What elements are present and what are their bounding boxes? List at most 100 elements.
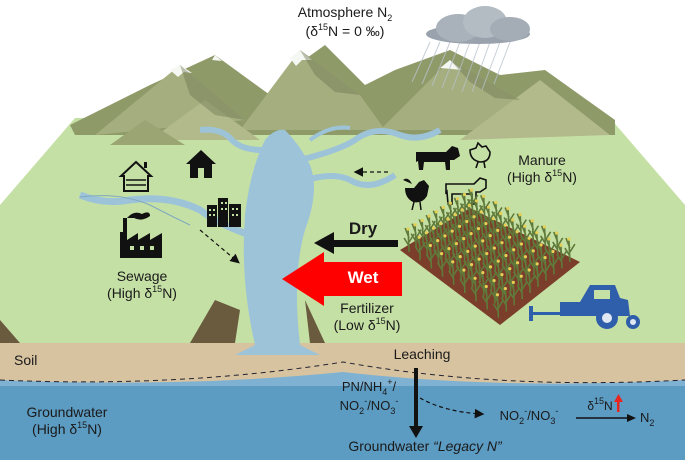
crop-plant [414,235,426,261]
wet-deposition-arrow [282,252,402,306]
tractor-icon [529,285,640,329]
crop-plant [474,257,486,283]
crop-tassel [428,243,433,248]
crop-tassel [451,260,455,264]
fertilizer-label: Fertilizer (Low δ15N) [333,300,401,333]
crop-plant [501,254,513,279]
crop-plant [459,193,472,218]
groundwater-label: Groundwater (High δ15N) [26,404,108,437]
crop-plants [403,188,576,318]
crop-plant [463,250,475,275]
crop-tassel [482,194,486,198]
crop-plant [433,239,445,264]
crop-plant [443,217,455,243]
crop-tassel [484,221,488,226]
crop-plant [425,244,438,269]
crop-plant [451,242,464,267]
crop-tassel [496,228,500,232]
crop-tassel [527,236,531,240]
crop-tassel [473,244,477,248]
crop-tassel [488,234,492,238]
crop-tassel [406,227,410,231]
crop-plant [509,248,521,273]
crop-plant [459,268,471,294]
crop-tassel [479,210,483,214]
crop-plant [403,227,415,253]
nitrogen-species-label: PN/NH4+/ NO2-/NO3- [339,377,399,416]
n2-label: N2 [640,410,655,428]
crop-plant [512,230,524,255]
crop-tassel [507,235,512,239]
crop-tassel [472,215,476,219]
city-buildings-icon [207,198,241,227]
crop-plant [470,244,482,270]
crop-plant [466,263,479,288]
crop-tassel [443,234,447,238]
crop-tassel [535,262,539,266]
crop-tassel [495,293,500,297]
crop-plant [478,271,490,296]
crop-plant [473,227,486,252]
crop-plant [497,273,509,298]
crop-tassel [503,286,507,291]
crop-tassel [469,231,473,236]
crop-plant [500,287,513,312]
crop-plant [431,210,443,235]
crop-plant [471,199,484,224]
crop-tassel [434,210,438,214]
crop-tassel [467,203,472,207]
crop-plant [496,212,508,237]
crop-tassel [460,208,464,212]
leaching-label: Leaching [393,346,451,362]
rooster-icon [403,178,429,211]
crop-tassel [555,231,559,235]
crop-plant [505,267,517,292]
crop-tassel [469,188,474,192]
sewage-flow-arrow [199,229,240,264]
crop-tassel [499,211,503,216]
crop-tassel [446,217,450,221]
crop-tassel [462,192,467,197]
crop-tassel [527,268,531,272]
crop-plant [483,205,496,231]
soil-groundwater-boundary [0,361,685,384]
crop-tassel [515,261,520,265]
crop-plant [455,255,467,280]
crop-plant [491,201,503,226]
crop-tassel [462,237,466,241]
crop-plant [552,231,564,257]
crop-plant [539,225,552,250]
crop-tassel [447,247,451,251]
crop-tassel [462,268,466,272]
crop-plant [481,222,493,247]
cow-outline-icon [445,177,487,205]
crop-tassel [484,284,488,289]
right-bank [305,300,325,343]
crop-plant [489,246,502,272]
crop-tassel [500,241,504,245]
crop-tassel [474,199,479,203]
crop-tassel [515,230,519,234]
crop-tassel [518,213,522,217]
crop-tassel [477,257,481,261]
crop-plant [503,207,515,232]
crop-tassel [491,216,495,221]
left-bank [190,300,240,343]
crop-plant [528,249,540,274]
soil-layer [0,343,685,384]
crop-tassel [417,235,421,239]
crop-plant [508,281,520,306]
groundwater-layer [0,380,685,460]
crop-plant [524,268,536,294]
crop-tassel [481,270,485,275]
mountain-range [70,45,615,145]
crop-tassel [519,274,523,278]
crop-plant [493,259,505,285]
crop-tassel [481,239,485,243]
crop-tassel [413,223,417,227]
crop-tassel [492,246,496,250]
crop-plant [466,188,479,214]
crop-plant [436,222,448,247]
crop-plant [481,285,493,310]
